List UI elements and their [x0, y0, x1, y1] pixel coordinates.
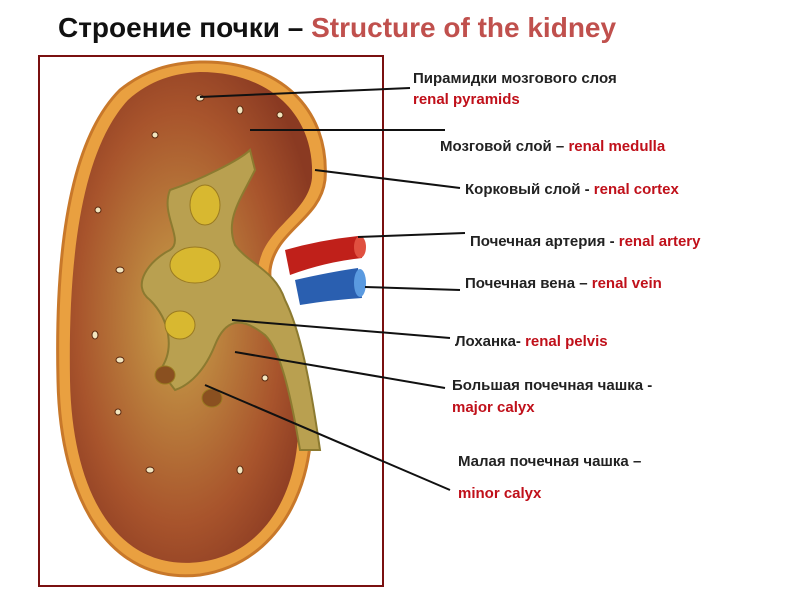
label-ru: Большая почечная чашка -	[452, 377, 653, 394]
label-minor-calyx: Малая почечная чашка – minor calyx	[458, 453, 641, 502]
label-en: minor calyx	[458, 485, 542, 502]
renal-vein	[295, 268, 366, 305]
label-renal-cortex: Корковый слой - renal cortex	[465, 181, 679, 198]
label-ru: Почечная вена –	[465, 275, 588, 292]
title-ru: Строение почки –	[58, 12, 304, 43]
label-renal-pelvis: Лоханка- renal pelvis	[455, 333, 608, 350]
calyces	[154, 184, 223, 408]
renal-artery	[285, 236, 366, 275]
label-renal-medulla: Мозговой слой – renal medulla	[440, 138, 665, 155]
label-en: renal vein	[591, 275, 662, 292]
label-ru: Мозговой слой –	[440, 138, 565, 155]
label-en: renal pelvis	[525, 333, 608, 350]
label-major-calyx: Большая почечная чашка - major calyx	[452, 377, 652, 416]
label-ru: Корковый слой -	[465, 181, 590, 198]
title-en: Structure of the kidney	[311, 12, 617, 43]
slide-title: Строение почки – Structure of the kidney	[58, 12, 616, 44]
label-ru: Лоханка-	[455, 333, 521, 350]
label-renal-artery: Почечная артерия - renal artery	[470, 233, 700, 250]
label-renal-vein: Почечная вена – renal vein	[465, 275, 662, 292]
leader-lines	[199, 87, 466, 491]
renal-pyramid-holes	[91, 94, 284, 475]
label-en: renal artery	[618, 233, 701, 250]
label-ru: Пирамидки мозгового слоя	[413, 70, 617, 87]
label-en: renal cortex	[593, 181, 679, 198]
renal-sinus	[140, 148, 322, 451]
label-ru: Малая почечная чашка –	[458, 453, 642, 470]
label-en: renal pyramids	[413, 91, 520, 108]
label-renal-pyramids: Пирамидки мозгового слоя renal pyramids	[413, 70, 617, 108]
label-en: major calyx	[452, 399, 535, 416]
label-en: renal medulla	[568, 138, 666, 155]
image-frame	[38, 55, 384, 587]
label-ru: Почечная артерия -	[470, 233, 615, 250]
